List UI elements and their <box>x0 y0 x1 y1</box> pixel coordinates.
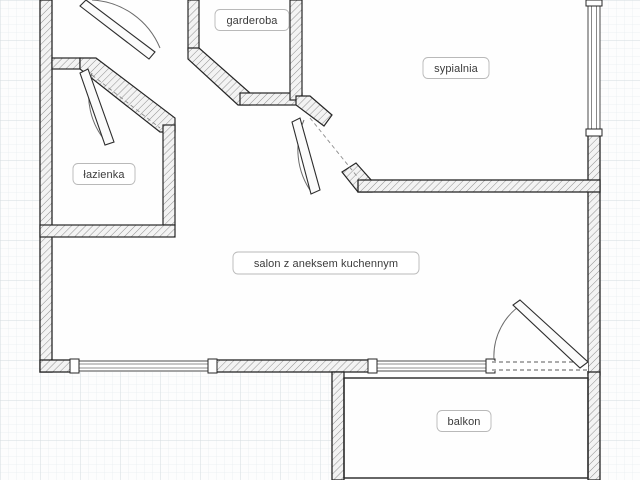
wall-bathroom-south <box>39 224 176 238</box>
wall-bathroom-east <box>162 124 176 226</box>
wall-exterior-east-lower <box>587 371 601 480</box>
walls <box>39 0 601 480</box>
windows <box>69 0 603 374</box>
wall-balcony-west <box>331 371 345 480</box>
balcony-door-threshold <box>492 361 588 371</box>
wall-bathroom-north <box>51 57 81 70</box>
label-pill-lazienka <box>72 163 136 185</box>
room-labels: łazienka garderoba sypialnia salon z ane… <box>72 9 492 432</box>
wall-wardrobe-east <box>289 0 303 101</box>
room-label-salon: salon z aneksem kuchennym <box>232 251 420 275</box>
room-label-text-salon: salon z aneksem kuchennym <box>254 258 398 270</box>
wall-exterior-west <box>39 0 53 373</box>
wall-wardrobe-west <box>187 0 200 51</box>
window-bedroom-east <box>585 0 603 137</box>
room-label-sypialnia: sypialnia <box>422 57 490 79</box>
label-pill-balkon <box>436 410 492 432</box>
room-label-text-lazienka: łazienka <box>83 169 125 181</box>
label-pill-sypialnia <box>422 57 490 79</box>
wall-exterior-east-upper <box>587 134 601 376</box>
room-label-text-sypialnia: sypialnia <box>434 63 478 75</box>
room-label-balkon: balkon <box>436 410 492 432</box>
room-label-lazienka: łazienka <box>72 163 136 185</box>
wall-bedroom-south <box>357 179 601 193</box>
label-pill-salon <box>232 251 420 275</box>
room-label-text-garderoba: garderoba <box>226 15 278 27</box>
room-label-text-balkon: balkon <box>447 416 480 428</box>
door-balcony <box>493 299 589 369</box>
room-label-garderoba: garderoba <box>214 9 290 31</box>
wall-hall-diagonal-upper <box>295 95 333 127</box>
window-salon-south-left <box>69 358 218 374</box>
balcony-railing <box>343 377 589 479</box>
window-salon-south-right <box>367 358 496 374</box>
door-bathroom <box>79 68 161 146</box>
door-top-left-room <box>79 0 161 60</box>
doors <box>79 0 589 369</box>
wall-exterior-south-salon <box>39 359 373 373</box>
door-bedroom-hall <box>291 117 361 195</box>
label-pill-garderoba <box>214 9 290 31</box>
interior-floor-areas <box>40 0 600 480</box>
